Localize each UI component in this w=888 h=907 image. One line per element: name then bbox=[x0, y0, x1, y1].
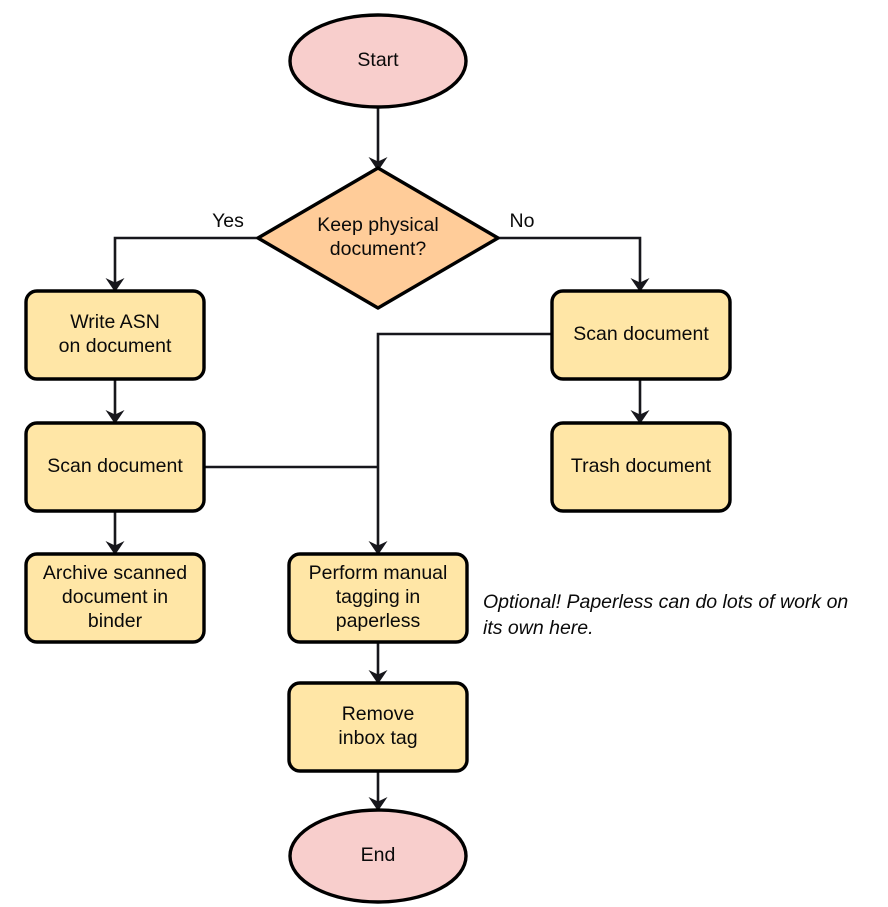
annotation-line: Optional! Paperless can do lots of work … bbox=[483, 591, 848, 613]
node-label: Write ASN bbox=[70, 311, 160, 333]
terminator-shape bbox=[288, 808, 468, 904]
arrowhead-icon bbox=[105, 410, 125, 424]
process-shape bbox=[287, 552, 469, 644]
node-trash[interactable]: Trash document bbox=[550, 421, 732, 513]
annotation-line: its own here. bbox=[483, 617, 594, 639]
node-label: End bbox=[361, 844, 396, 866]
process-shape bbox=[24, 421, 206, 513]
edge-label-no-label: No bbox=[510, 210, 535, 232]
node-label: Scan document bbox=[573, 323, 709, 345]
annotation-layer: Optional! Paperless can do lots of work … bbox=[483, 591, 848, 639]
node-label: document? bbox=[330, 238, 427, 260]
decision-shape bbox=[256, 166, 500, 310]
node-label: tagging in bbox=[336, 586, 421, 608]
edge-tagging-to-remove-inbox bbox=[368, 642, 388, 684]
terminator-shape bbox=[288, 13, 468, 109]
arrowhead-icon bbox=[368, 797, 388, 811]
node-label: Start bbox=[357, 49, 399, 71]
node-label: Archive scanned bbox=[43, 562, 187, 584]
node-label: document in bbox=[62, 586, 168, 608]
node-label: inbox tag bbox=[338, 727, 417, 749]
arrowhead-icon bbox=[368, 670, 388, 684]
node-label: on document bbox=[59, 335, 172, 357]
annotation-optional-note: Optional! Paperless can do lots of work … bbox=[483, 591, 848, 639]
node-label: paperless bbox=[336, 610, 421, 632]
node-label: Scan document bbox=[47, 455, 183, 477]
process-shape bbox=[287, 681, 469, 773]
edge-layer bbox=[105, 107, 650, 811]
node-label: Trash document bbox=[571, 455, 712, 477]
node-label: Remove bbox=[342, 703, 415, 725]
edge-remove-inbox-to-end bbox=[368, 771, 388, 811]
edge-decision-yes-to-write-asn bbox=[105, 236, 258, 292]
edge-label-layer: Yes No bbox=[212, 210, 535, 232]
edge-label-yes-label: Yes bbox=[212, 210, 244, 232]
edge-decision-no-to-scan-right bbox=[498, 236, 650, 292]
arrowhead-icon bbox=[630, 278, 650, 292]
edge-path bbox=[113, 236, 258, 284]
node-label: binder bbox=[88, 610, 143, 632]
node-scan-left[interactable]: Scan document bbox=[24, 421, 206, 513]
arrowhead-icon bbox=[368, 157, 388, 171]
edge-scan-right-to-tagging bbox=[368, 332, 552, 555]
node-label: Keep physical bbox=[317, 214, 438, 236]
arrowhead-icon bbox=[368, 541, 388, 555]
edge-path bbox=[498, 236, 642, 284]
node-scan-right[interactable]: Scan document bbox=[550, 289, 732, 381]
node-end[interactable]: End bbox=[288, 808, 468, 904]
process-shape bbox=[550, 289, 732, 381]
arrowhead-icon bbox=[630, 410, 650, 424]
node-label: Perform manual bbox=[309, 562, 448, 584]
edge-scan-left-to-archive bbox=[105, 511, 125, 555]
node-start[interactable]: Start bbox=[288, 13, 468, 109]
edge-start-to-decision bbox=[368, 107, 388, 171]
edge-path bbox=[376, 332, 552, 547]
edge-scan-right-to-trash bbox=[630, 379, 650, 424]
process-shape bbox=[24, 289, 206, 381]
process-shape bbox=[24, 552, 206, 644]
edge-write-asn-to-scan-left bbox=[105, 379, 125, 424]
arrowhead-icon bbox=[105, 541, 125, 555]
arrowhead-icon bbox=[105, 278, 125, 292]
process-shape bbox=[550, 421, 732, 513]
